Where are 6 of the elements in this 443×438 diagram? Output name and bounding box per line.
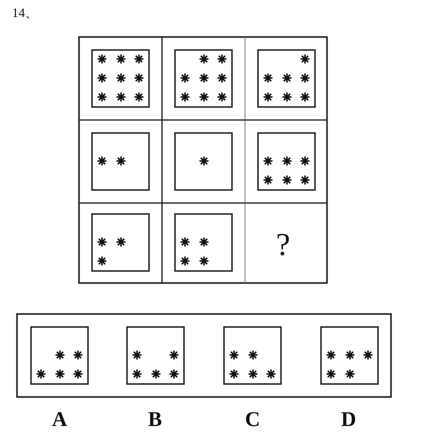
option-letter: A xyxy=(52,409,68,430)
option-letter: B xyxy=(148,409,162,430)
option-letter: D xyxy=(341,409,356,430)
question-mark: ? xyxy=(276,228,290,260)
option-letter: C xyxy=(245,409,260,430)
question-number: 14、 xyxy=(12,6,38,19)
